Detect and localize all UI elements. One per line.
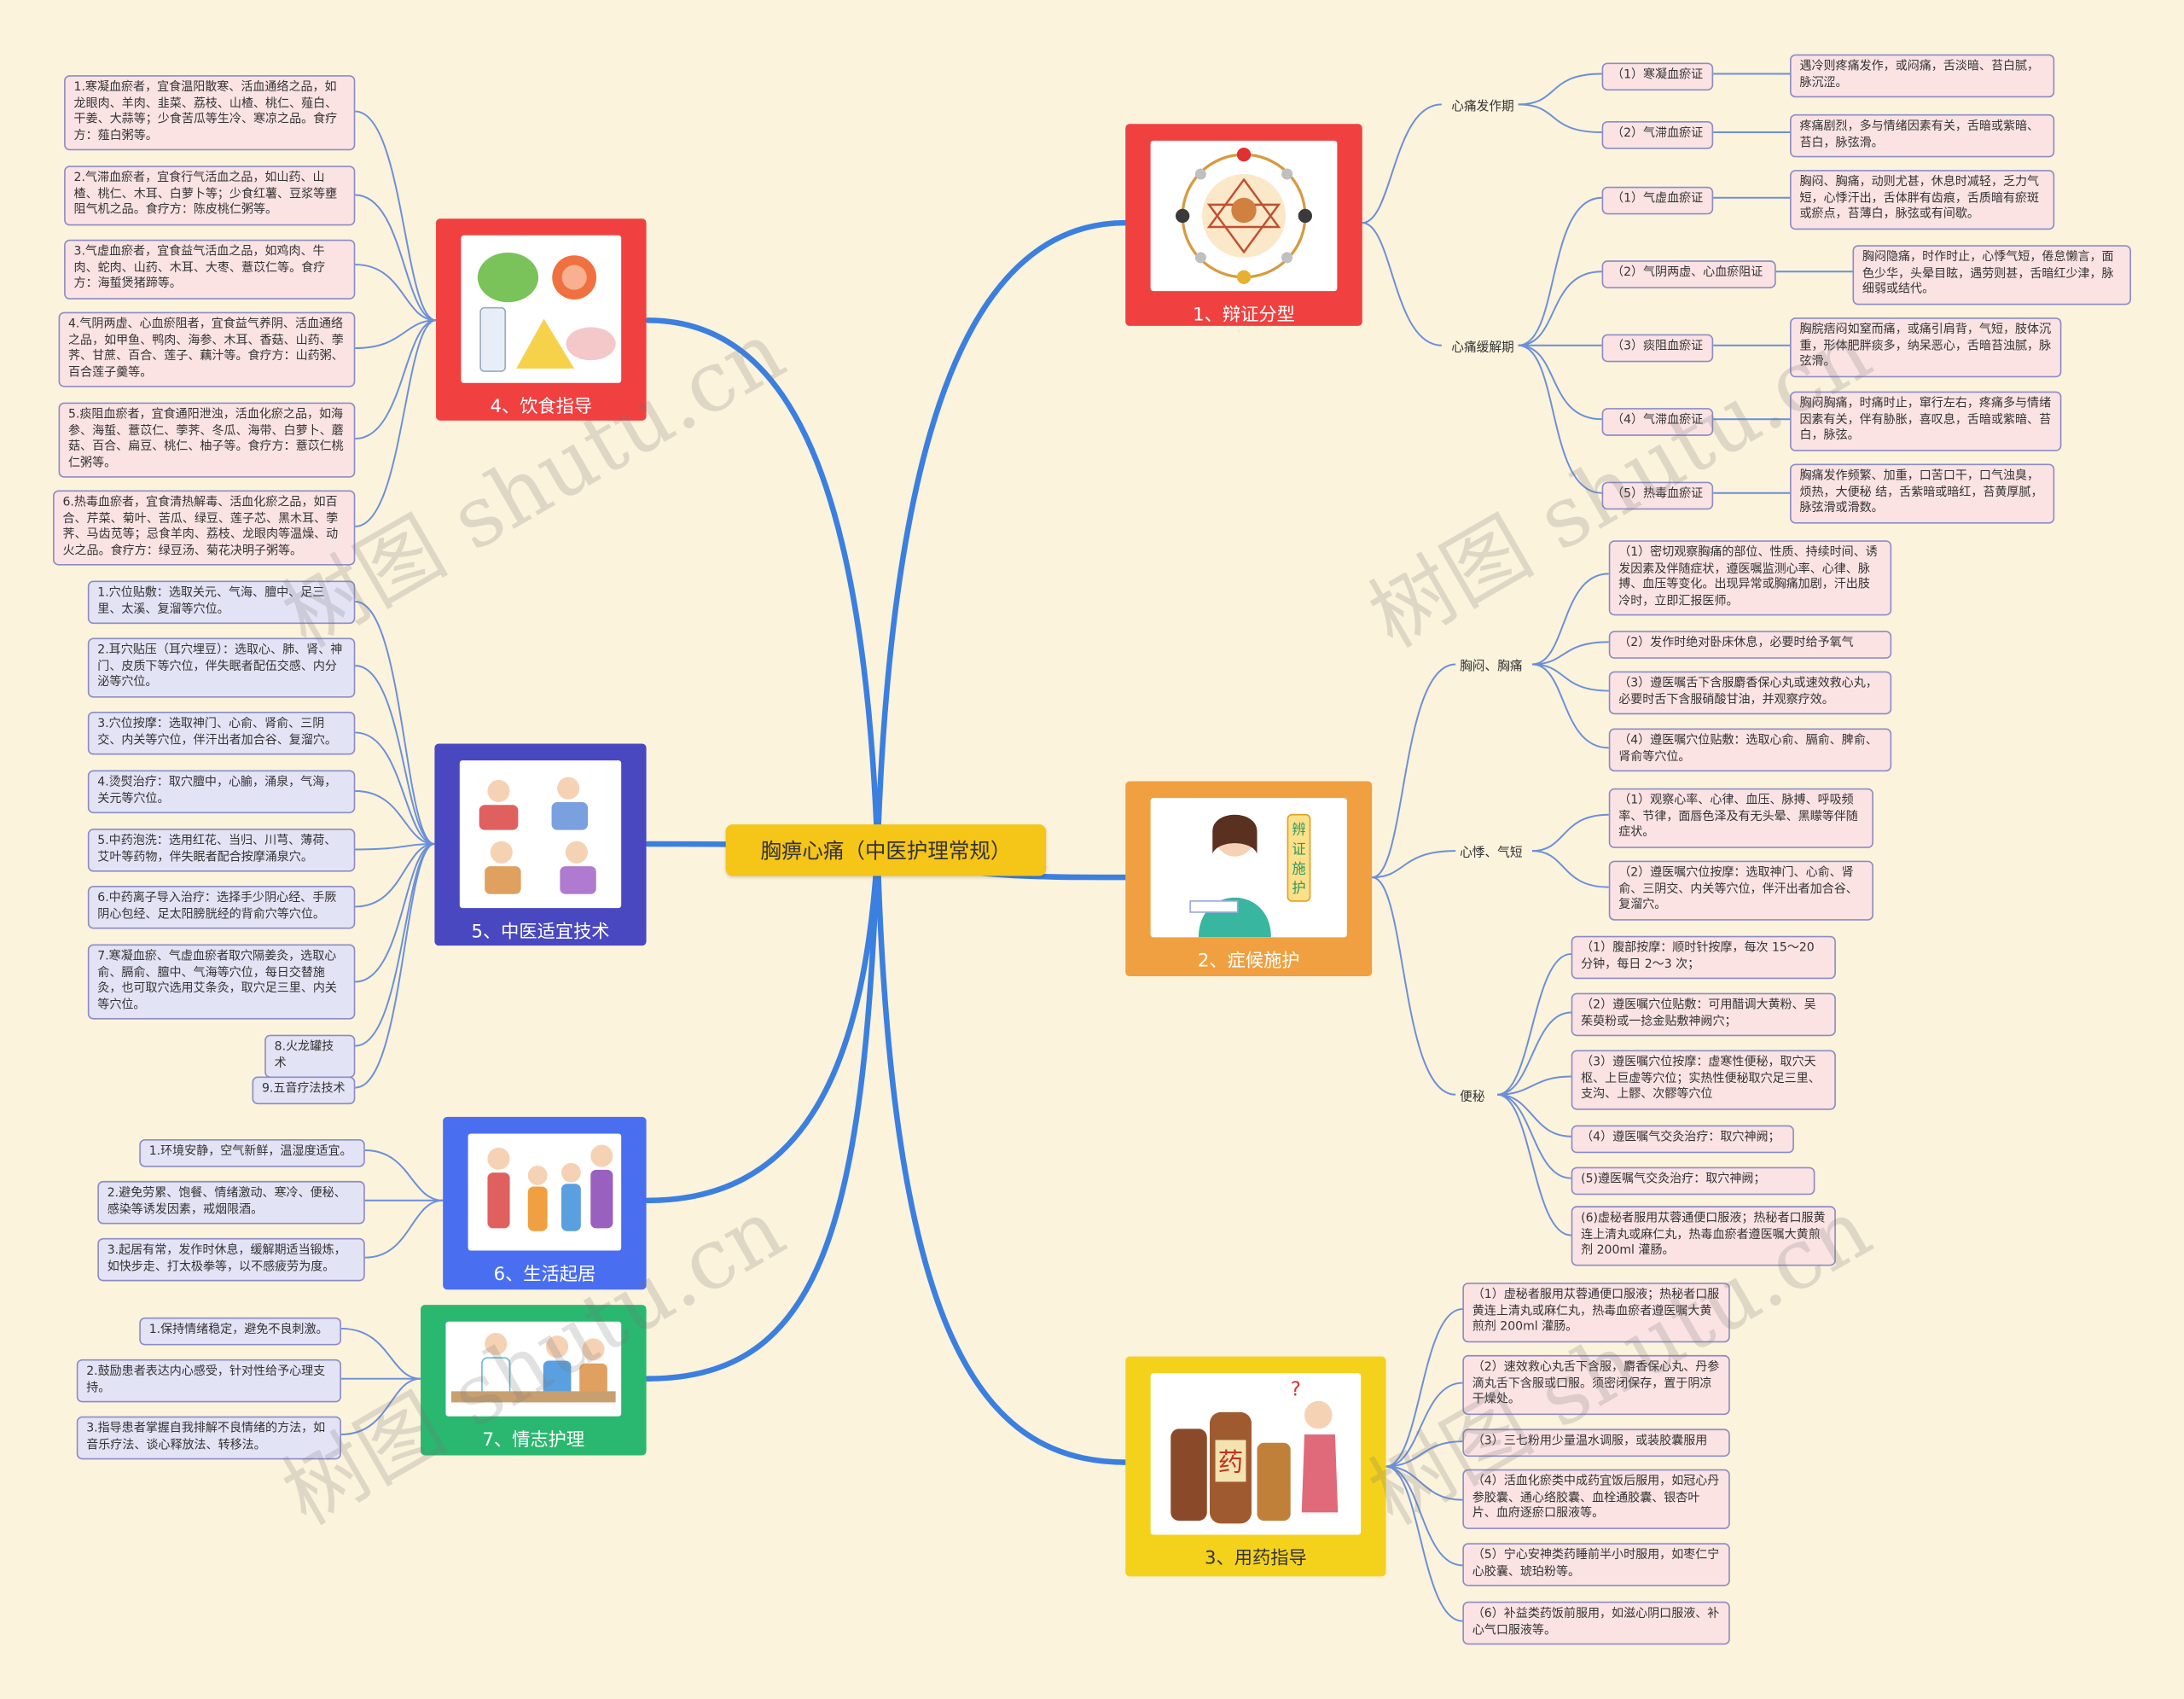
family-exercise-illustration <box>468 1133 622 1251</box>
b1-g1-item-1[interactable]: （1）寒凝血瘀证 <box>1601 62 1714 90</box>
medicine-illustration: 药 ? <box>1150 1373 1362 1535</box>
b1-group-remission[interactable]: 心痛缓解期 <box>1451 340 1514 356</box>
b6-item-1[interactable]: 1.环境安静，空气新鲜，温湿度适宜。 <box>139 1138 365 1167</box>
b2-group-constipation[interactable]: 便秘 <box>1460 1090 1485 1105</box>
b1-g2-item-4[interactable]: （4）气滞血瘀证 <box>1601 408 1714 435</box>
b7-item-1[interactable]: 1.保持情绪稳定，避免不良刺激。 <box>139 1317 342 1345</box>
b2-g3-item-5[interactable]: (5)遵医嘱气交灸治疗：取穴神阙； <box>1571 1167 1815 1195</box>
connector-b4 <box>644 317 880 854</box>
b5-item-4[interactable]: 4.烫熨治疗：取穴膻中，心腧，涌泉，气海，关元等穴位。 <box>87 770 356 814</box>
b2-group-palpitation[interactable]: 心悸、气短 <box>1460 847 1523 861</box>
branch-1-label: 1、辩证分型 <box>1193 305 1295 326</box>
b3-item-2[interactable]: （2）速效救心丸舌下含服，麝香保心丸、丹参滴丸舌下含服或口服。须密闭保存，置于阴… <box>1462 1354 1730 1415</box>
b1-g2-item-2[interactable]: （2）气阴两虚、心血瘀阻证 <box>1601 260 1776 288</box>
b3-item-6[interactable]: （6）补益类药饭前服用，如滋心阴口服液、补心气口服液等。 <box>1462 1601 1730 1645</box>
b2-g3-item-4[interactable]: （4）遵医嘱气交灸治疗：取穴神阙； <box>1571 1125 1794 1153</box>
branch-4-diet[interactable]: 4、饮食指导 <box>436 218 647 421</box>
connector-b7 <box>644 847 880 1382</box>
connector-b6 <box>644 847 880 1204</box>
b2-g1-item-1[interactable]: （1）密切观察胸痛的部位、性质、持续时间、诱发因素及伴随症状，遵医嘱监测心率、心… <box>1608 540 1892 616</box>
b2-sign-text: 辨 <box>1292 822 1305 838</box>
b5-item-7[interactable]: 7.寒凝血瘀、气虚血瘀者取穴隔姜灸，选取心俞、膈俞、膻中、气海等穴位，每日交替施… <box>87 944 356 1020</box>
b4-item-3[interactable]: 3.气虚血瘀者，宜食益气活血之品，如鸡肉、牛肉、蛇肉、山药、木耳、大枣、薏苡仁等… <box>64 239 356 300</box>
branch-7-label: 7、情志护理 <box>482 1430 585 1452</box>
b1-g1-item-2-detail[interactable]: 疼痛剧烈，多与情绪因素有关，舌暗或紫暗、苔白，脉弦滑。 <box>1790 113 2055 158</box>
b1-g2-item-2-detail[interactable]: 胸闷隐痛，时作时止，心悸气短，倦怠懒言，面色少华，头晕目眩，遇劳则甚，舌暗红少津… <box>1852 245 2132 305</box>
b1-group-attack[interactable]: 心痛发作期 <box>1451 100 1514 114</box>
b2-g3-item-2[interactable]: （2）遵医嘱穴位贴敷：可用醋调大黄粉、吴茱萸粉或一捻金贴敷神阙穴； <box>1571 992 1836 1037</box>
b2-g3-item-6[interactable]: (6)虚秘者服用苁蓉通便口服液；热秘者口服黄连上清丸或麻仁丸，热毒血瘀者遵医嘱大… <box>1571 1206 1836 1266</box>
b2-g1-item-3[interactable]: （3）遵医嘱舌下含服麝香保心丸或速效救心丸，必要时舌下含服硝酸甘油，并观察疗效。 <box>1608 671 1892 715</box>
b4-item-2[interactable]: 2.气滞血瘀者，宜食行气活血之品，如山药、山楂、桃仁、木耳、白萝卜等；少食红薯、… <box>64 166 356 225</box>
b5-item-8[interactable]: 8.火龙罐技术 <box>264 1034 356 1079</box>
branch-2-label: 2、症候施护 <box>1197 951 1300 973</box>
b5-item-6[interactable]: 6.中药离子导入治疗：选择手少阴心经、手厥阴心包经、足太阳膀胱经的背俞穴等穴位。 <box>87 885 356 929</box>
branch-3-medication[interactable]: 药 ? 3、用药指导 <box>1125 1356 1386 1577</box>
svg-text:施: 施 <box>1292 860 1305 876</box>
branch-4-label: 4、饮食指导 <box>490 397 593 418</box>
b3-item-3[interactable]: （3）三七粉用少量温水调服，或装胶囊服用 <box>1462 1428 1730 1457</box>
b2-g3-item-1[interactable]: （1）腹部按摩：顺时针按摩，每次 15～20 分钟，每日 2～3 次； <box>1571 935 1836 980</box>
branch-6-label: 6、生活起居 <box>493 1264 596 1286</box>
b1-g2-item-5[interactable]: （5）热毒血瘀证 <box>1601 481 1714 509</box>
b5-item-1[interactable]: 1.穴位贴敷：选取关元、气海、膻中、足三里、太溪、复溜等穴位。 <box>87 580 356 625</box>
b1-g2-item-1[interactable]: （1）气虚血瘀证 <box>1601 186 1714 214</box>
food-illustration <box>461 235 622 383</box>
branch-5-label: 5、中医适宜技术 <box>471 922 610 943</box>
branch-2-symptom-care[interactable]: 辨 证 施 护 2、症候施护 <box>1125 781 1373 977</box>
b3-item-1[interactable]: （1）虚秘者服用苁蓉通便口服液；热秘者口服黄连上清丸或麻仁丸，热毒血瘀者遵医嘱大… <box>1462 1283 1730 1342</box>
b2-g3-item-3[interactable]: （3）遵医嘱穴位按摩：虚寒性便秘，取穴天枢、上巨虚等穴位；实热性便秘取穴足三里、… <box>1571 1050 1836 1109</box>
b2-g2-item-1[interactable]: （1）观察心率、心律、血压、脉搏、呼吸频率、节律，面唇色泽及有无头晕、黑矇等伴随… <box>1608 788 1873 848</box>
yin-yang-chart-illustration <box>1150 140 1338 292</box>
branch-1-syndrome-types[interactable]: 1、辩证分型 <box>1125 124 1362 326</box>
branch-6-daily-life[interactable]: 6、生活起居 <box>443 1116 647 1290</box>
doctor-patient-illustration <box>445 1321 622 1417</box>
b4-item-6[interactable]: 6.热毒血瘀者，宜食清热解毒、活血化瘀之品，如百合、芹菜、菊叶、苦瓜、绿豆、莲子… <box>53 490 356 566</box>
connector-b3 <box>874 847 1129 1465</box>
therapy-illustration <box>459 760 622 909</box>
connector-b1 <box>874 219 1129 854</box>
b4-item-1[interactable]: 1.寒凝血瘀者，宜食温阳散寒、活血通络之品，如龙眼肉、羊肉、韭菜、荔枝、山楂、桃… <box>64 75 356 151</box>
b4-item-5[interactable]: 5.痰阻血瘀者，宜食通阳泄浊，活血化瘀之品，如海参、海蜇、薏苡仁、荸荠、冬瓜、海… <box>58 402 356 478</box>
b3-sign-text: 药 <box>1218 1447 1243 1476</box>
branch-5-tcm-techniques[interactable]: 5、中医适宜技术 <box>434 743 647 946</box>
svg-text:?: ? <box>1291 1378 1301 1400</box>
b5-item-9[interactable]: 9.五音疗法技术 <box>252 1076 356 1104</box>
b7-item-2[interactable]: 2.鼓励患者表达内心感受，针对性给予心理支持。 <box>76 1359 342 1403</box>
root-title: 胸痹心痛（中医护理常规） <box>760 838 1012 864</box>
b1-g1-item-1-detail[interactable]: 遇冷则疼痛发作，或闷痛，舌淡暗、苔白腻，脉沉涩。 <box>1790 54 2055 98</box>
b1-g2-item-5-detail[interactable]: 胸痛发作频繁、加重，口苦口干，口气浊臭，烦热，大便秘 结，舌紫暗或暗红，苔黄厚腻… <box>1790 463 2055 523</box>
b1-g2-item-3[interactable]: （3）痰阻血瘀证 <box>1601 334 1714 362</box>
branch-3-label: 3、用药指导 <box>1205 1548 1307 1570</box>
b5-item-3[interactable]: 3.穴位按摩：选取神门、心俞、肾俞、三阴交、内关等穴位，伴汗出者加合谷、复溜穴。 <box>87 711 356 755</box>
b3-item-5[interactable]: （5）宁心安神类药睡前半小时服用，如枣仁宁心胶囊、琥珀粉等。 <box>1462 1543 1730 1586</box>
b5-item-5[interactable]: 5.中药泡洗：选用红花、当归、川芎、薄荷、艾叶等药物，伴失眠者配合按摩涌泉穴。 <box>87 829 356 872</box>
b2-group-chest[interactable]: 胸闷、胸痛 <box>1460 660 1523 674</box>
svg-text:护: 护 <box>1292 880 1305 896</box>
b2-g1-item-4[interactable]: （4）遵医嘱穴位贴敷：选取心俞、膈俞、脾俞、肾俞等穴位。 <box>1608 728 1892 772</box>
b2-g2-item-2[interactable]: （2）遵医嘱穴位按摩：选取神门、心俞、肾俞、三阴交、内关等穴位，伴汗出者加合谷、… <box>1608 860 1873 920</box>
nurse-illustration: 辨 证 施 护 <box>1150 798 1347 938</box>
root-node[interactable]: 胸痹心痛（中医护理常规） <box>725 824 1047 876</box>
branch-7-emotional-care[interactable]: 7、情志护理 <box>421 1305 647 1456</box>
b4-item-4[interactable]: 4.气阴两虚、心血瘀阻者，宜食益气养阴、活血通络之品，如甲鱼、鸭肉、海参、木耳、… <box>58 311 356 387</box>
b2-g1-item-2[interactable]: （2）发作时绝对卧床休息，必要时给予氧气 <box>1608 631 1892 659</box>
b7-item-3[interactable]: 3.指导患者掌握自我排解不良情绪的方法，如音乐疗法、谈心释放法、转移法。 <box>76 1416 342 1460</box>
b1-g2-item-1-detail[interactable]: 胸闷、胸痛，动则尤甚，休息时减轻，乏力气短，心悸汗出，舌体胖有齿痕，舌质暗有瘀斑… <box>1790 170 2055 230</box>
b1-g2-item-3-detail[interactable]: 胸脘痞闷如窒而痛，或痛引肩背，气短，肢体沉重，形体肥胖痰多，纳呆恶心，舌暗苔浊腻… <box>1790 317 2062 377</box>
svg-text:证: 证 <box>1292 841 1305 857</box>
b6-item-3[interactable]: 3.起居有常，发作时休息，缓解期适当锻炼，如快步走、打太极拳等，以不感疲劳为度。 <box>97 1237 365 1282</box>
b1-g1-item-2[interactable]: （2）气滞血瘀证 <box>1601 120 1714 148</box>
b1-g2-item-4-detail[interactable]: 胸闷胸痛，时痛时止，窜行左右，疼痛多与情绪因素有关，伴有胁胀，喜叹息，舌暗或紫暗… <box>1790 391 2062 451</box>
b5-item-2[interactable]: 2.耳穴贴压（耳穴埋豆）：选取心、肺、肾、神门、皮质下等穴位，伴失眠者配伍交感、… <box>87 637 356 697</box>
b6-item-2[interactable]: 2.避免劳累、饱餐、情绪激动、寒冷、便秘、感染等诱发因素，戒烟限酒。 <box>97 1180 365 1225</box>
b3-item-4[interactable]: （4）活血化瘀类中成药宜饭后服用，如冠心丹参胶囊、通心络胶囊、血栓通胶囊、银杏叶… <box>1462 1469 1730 1529</box>
